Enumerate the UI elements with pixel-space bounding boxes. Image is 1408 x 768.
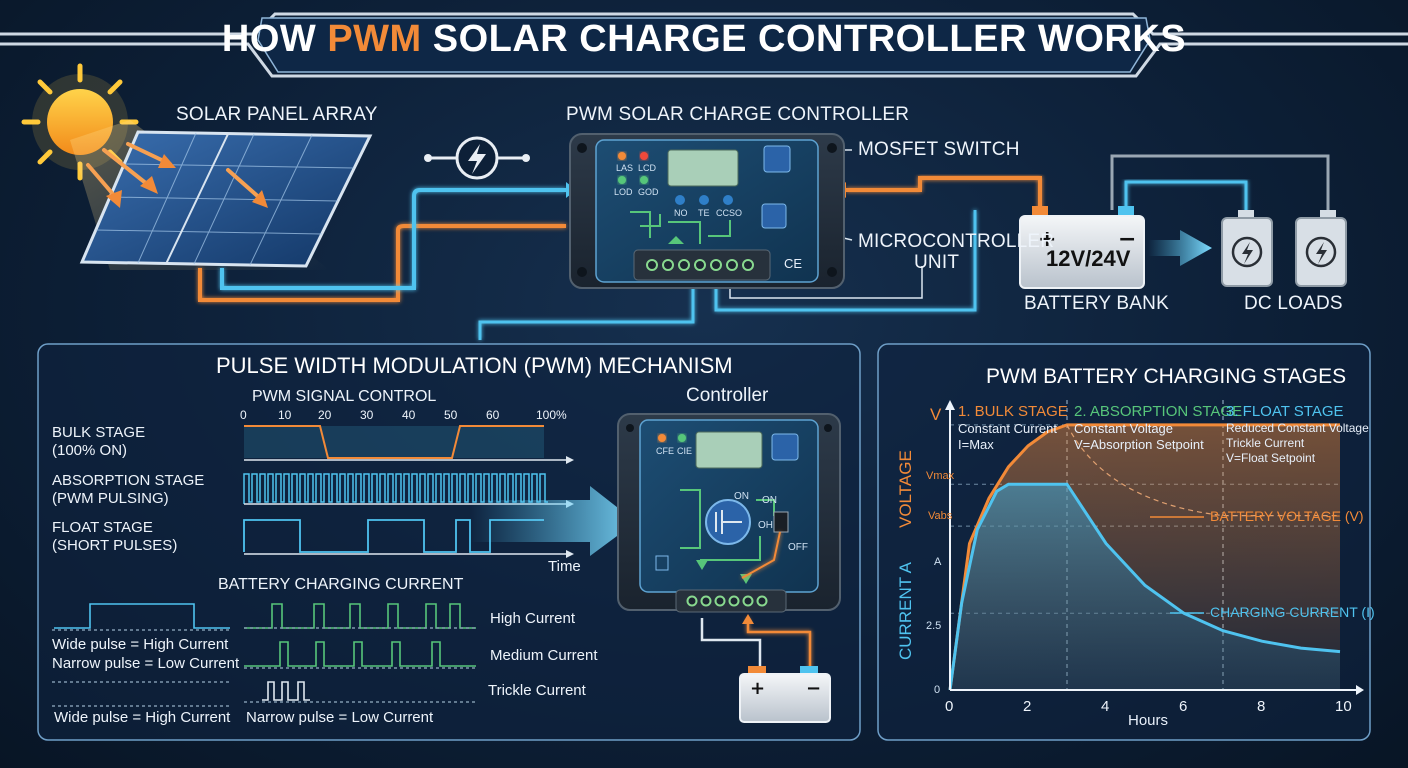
- dc-loads-label: DC LOADS: [1244, 293, 1343, 314]
- signal-tick-label: 100%: [536, 408, 567, 422]
- wide-pulse-note: Wide pulse = High Current: [52, 636, 229, 653]
- battery-icon: + −: [739, 666, 831, 723]
- stage-1-name: 1. BULK STAGE: [958, 403, 1068, 420]
- y-tick-vabs: Vabs: [928, 510, 953, 522]
- v-axis-letter: V: [930, 405, 942, 424]
- svg-text:−: −: [806, 678, 821, 699]
- svg-text:+: +: [1038, 227, 1056, 252]
- dc-load-icon: [1295, 210, 1347, 287]
- voltage-series-line: [948, 423, 1340, 691]
- switch-on-label: ON: [734, 491, 749, 502]
- pwm-panel-title: PULSE WIDTH MODULATION (PWM) MECHANISM: [216, 353, 733, 378]
- float-voltage-guide: [1066, 424, 1340, 517]
- y-tick-vmax: Vmax: [926, 470, 955, 482]
- stage-1-line1: Constant Current: [958, 421, 1057, 436]
- mcu-label-line2: UNIT: [914, 252, 960, 273]
- x-tick-label: 10: [1335, 698, 1352, 715]
- svg-text:−: −: [1118, 227, 1136, 252]
- chart-title: PWM BATTERY CHARGING STAGES: [986, 365, 1347, 388]
- stage-2-line2: V=Absorption Setpoint: [1074, 437, 1204, 452]
- high-current-label: High Current: [490, 610, 576, 627]
- button-label: NO: [674, 208, 688, 218]
- narrow-pulse-note: Narrow pulse = Low Current: [52, 655, 240, 672]
- y-tick-zero: 0: [934, 684, 941, 696]
- x-axis-arrow: [1356, 685, 1364, 695]
- y-axis-label-voltage: VOLTAGE: [896, 450, 915, 528]
- stage-2-name: 2. ABSORPTION STAGE: [1074, 403, 1243, 420]
- led-label: LOD: [614, 187, 633, 197]
- signal-title: PWM SIGNAL CONTROL: [252, 388, 437, 405]
- button-label: TE: [698, 208, 710, 218]
- y-axis-arrow: [945, 400, 955, 410]
- absorption-stage-sub: (PWM PULSING): [52, 490, 169, 507]
- stage-3-line1: Reduced Constant Voltage: [1226, 421, 1369, 435]
- button-label: CCSO: [716, 208, 743, 218]
- pwm-switch-icon: [424, 136, 530, 180]
- y-axis-label-current: CURRENT A: [896, 562, 915, 660]
- led-label: LCD: [638, 163, 657, 173]
- switch-on-label: OH: [758, 520, 773, 531]
- time-label: Time: [548, 558, 581, 575]
- series-label-voltage: BATTERY VOLTAGE (V): [1210, 508, 1364, 524]
- page-title: HOW PWM SOLAR CHARGE CONTROLLER WORKS: [221, 18, 1187, 60]
- stage-3-line2: Trickle Current: [1226, 436, 1305, 450]
- stage-1-line2: I=Max: [958, 437, 994, 452]
- x-tick-label: 0: [945, 698, 954, 715]
- float-stage-label: FLOAT STAGE: [52, 519, 153, 536]
- ce-mark: CE: [784, 256, 803, 271]
- battery-voltage-label: 12V/24V: [1046, 246, 1131, 271]
- signal-tick-label: 50: [444, 408, 458, 422]
- series-label-current: CHARGING CURRENT (I): [1210, 604, 1375, 620]
- stage-3-name: 3. FLOAT STAGE: [1226, 403, 1344, 420]
- solar-panel-label: SOLAR PANEL ARRAY: [176, 104, 378, 125]
- led-label: GOD: [638, 187, 659, 197]
- bulk-stage-sub: (100% ON): [52, 442, 128, 459]
- current-series-line: [948, 482, 1341, 691]
- stage-3-line3: V=Float Setpoint: [1226, 451, 1316, 465]
- battery-bank-icon: + −: [1019, 206, 1145, 289]
- signal-tick-label: 60: [486, 408, 500, 422]
- controller-caption: Controller: [686, 385, 769, 406]
- svg-text:+: +: [750, 678, 765, 699]
- mosfet-label: MOSFET SWITCH: [858, 139, 1020, 160]
- charge-controller-detail-icon: [617, 413, 841, 613]
- pwm-signal-waveforms: [243, 425, 574, 558]
- x-tick-label: 4: [1101, 698, 1110, 715]
- switch-on-label: ON: [762, 495, 777, 506]
- bottom-narrow-note: Narrow pulse = Low Current: [246, 709, 434, 726]
- x-axis-label: Hours: [1128, 712, 1169, 729]
- x-tick-label: 2: [1023, 698, 1032, 715]
- trickle-current-label: Trickle Current: [488, 682, 586, 699]
- x-tick-label: 6: [1179, 698, 1188, 715]
- battery-bank-label: BATTERY BANK: [1024, 293, 1169, 314]
- controller-label: PWM SOLAR CHARGE CONTROLLER: [566, 104, 910, 125]
- mcu-label-line1: MICROCONTROLLER: [858, 231, 1055, 252]
- current-title: BATTERY CHARGING CURRENT: [218, 576, 464, 593]
- signal-tick-label: 0: [240, 408, 247, 422]
- led-label: CIE: [677, 446, 693, 456]
- bulk-stage-label: BULK STAGE: [52, 424, 146, 441]
- signal-tick-label: 10: [278, 408, 292, 422]
- bottom-wide-note: Wide pulse = High Current: [54, 709, 231, 726]
- led-label: CFE: [656, 446, 674, 456]
- float-stage-sub: (SHORT PULSES): [52, 537, 178, 554]
- y-tick-a: A: [934, 556, 942, 568]
- dc-load-icon: [1221, 210, 1273, 287]
- medium-current-label: Medium Current: [490, 647, 598, 664]
- y-tick-2-5: 2.5: [926, 620, 942, 632]
- signal-tick-label: 20: [318, 408, 332, 422]
- solar-panel-icon: [79, 130, 373, 268]
- led-label: LAS: [616, 163, 634, 173]
- absorption-stage-label: ABSORPTION STAGE: [52, 472, 205, 489]
- signal-tick-label: 30: [360, 408, 374, 422]
- signal-tick-label: 40: [402, 408, 416, 422]
- x-tick-label: 8: [1257, 698, 1266, 715]
- stage-2-line1: Constant Voltage: [1074, 421, 1174, 436]
- switch-off-label: OFF: [788, 542, 808, 553]
- charge-controller-icon: [569, 133, 845, 289]
